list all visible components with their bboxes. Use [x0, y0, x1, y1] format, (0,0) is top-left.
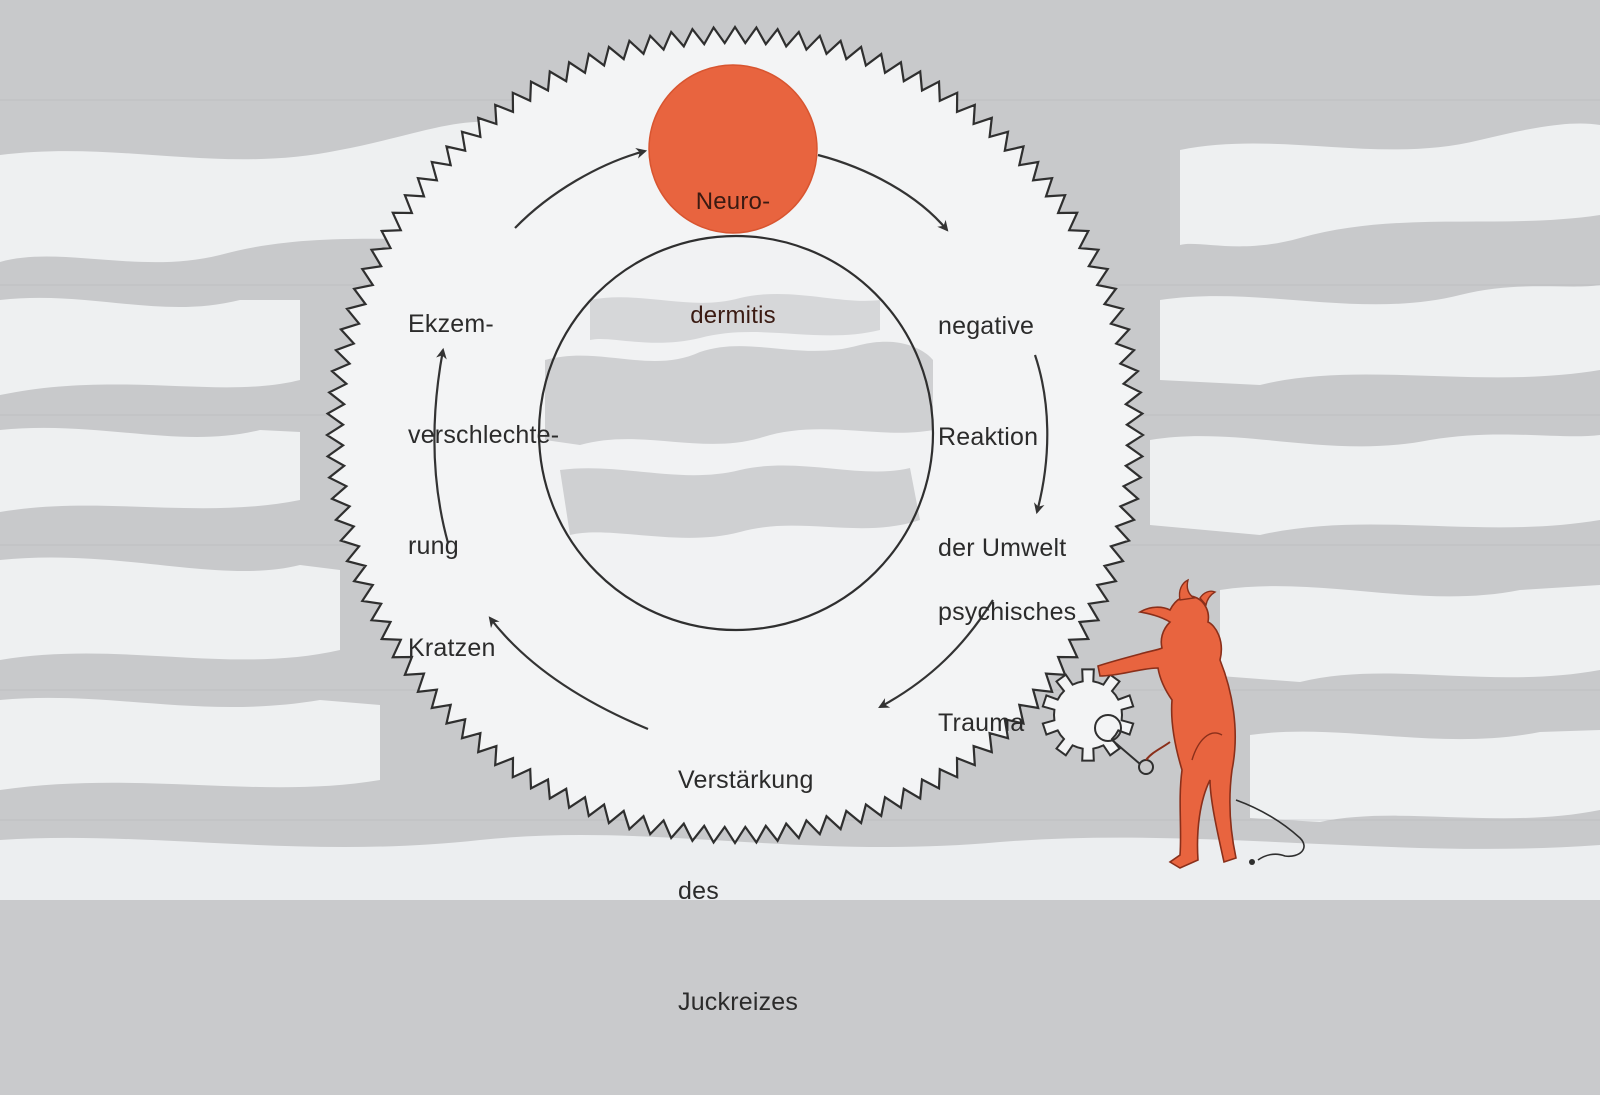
node-neurodermitis: Neuro- dermitis — [668, 107, 798, 411]
node-itch-increase: Verstärkung des Juckreizes — [678, 688, 814, 1095]
small-gear-icon — [1041, 668, 1135, 762]
cycle-arrows — [433, 148, 1049, 731]
node-line: Juckreizes — [678, 988, 799, 1016]
node-line: des — [678, 877, 719, 905]
arrow-to-psychic-trauma — [1033, 354, 1049, 515]
node-line: rung — [408, 532, 459, 560]
node-line: dermitis — [690, 302, 776, 329]
node-psychic-trauma: psychisches Trauma — [938, 520, 1076, 816]
node-line: der Umwelt — [938, 534, 1067, 562]
node-scratching: Kratzen — [408, 556, 496, 741]
node-line: negative — [938, 312, 1035, 340]
inner-ring — [537, 234, 935, 632]
node-line: Neuro- — [695, 188, 771, 215]
arrow-to-neurodermitis — [514, 148, 648, 229]
node-eczema-worsening: Ekzem- verschlechte- rung — [408, 232, 559, 639]
diagram-canvas — [0, 24, 1600, 900]
node-line: Kratzen — [408, 634, 496, 662]
node-line: Reaktion — [938, 423, 1039, 451]
node-line: Verstärkung — [678, 766, 814, 794]
arrow-to-itch-increase — [878, 599, 994, 709]
arrow-to-scratching — [488, 616, 649, 731]
node-line: Ekzem- — [408, 310, 494, 338]
node-negative-reaction: negative Reaktion der Umwelt — [938, 234, 1066, 641]
center-node-circle — [648, 64, 818, 234]
devil-figure-icon — [1097, 578, 1305, 869]
node-line: verschlechte- — [408, 421, 560, 449]
arrow-to-eczema-worsening — [433, 347, 450, 544]
cycle-illustration: Neuro- dermitis negative Reaktion der Um… — [0, 24, 1600, 1016]
node-line: psychisches — [938, 598, 1077, 626]
arrow-to-negative-reaction — [817, 153, 949, 232]
node-line: Trauma — [938, 709, 1025, 737]
